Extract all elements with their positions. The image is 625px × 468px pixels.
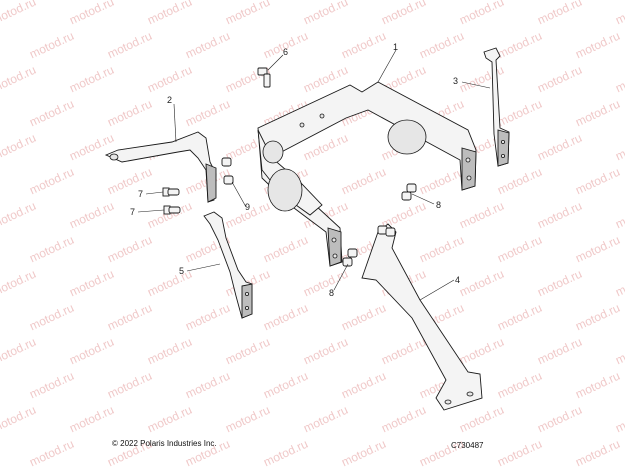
- callout-9: 9: [245, 202, 250, 212]
- part-8-nuts-right: [401, 183, 417, 201]
- part-2-left-bracket: [104, 131, 217, 203]
- callout-8-right: 8: [436, 200, 441, 210]
- callout-7-upper: 7: [138, 189, 143, 199]
- callout-1: 1: [393, 42, 398, 52]
- leader-lines: [137, 49, 491, 301]
- callout-8-middle: 8: [329, 288, 334, 298]
- callout-4: 4: [455, 275, 460, 285]
- part-7-bolt-lower: [163, 205, 181, 215]
- callout-6: 6: [283, 47, 288, 57]
- part-3-right-bracket: [483, 47, 510, 167]
- part-4-lower-bracket: [361, 223, 483, 411]
- copyright-notice: © 2022 Polaris Industries Inc.: [112, 439, 217, 448]
- callout-5: 5: [179, 266, 184, 276]
- part-7-bolt-upper: [162, 187, 180, 197]
- part-9-nuts: [221, 157, 234, 185]
- callout-2: 2: [167, 95, 172, 105]
- diagram-code: C730487: [451, 441, 484, 450]
- part-6-bolt: [257, 67, 271, 88]
- part-8-nuts-middle: [342, 225, 396, 267]
- callout-7-lower: 7: [130, 207, 135, 217]
- part-1-main-bracket: [257, 81, 477, 267]
- part-5-lower-left-bracket: [203, 211, 253, 319]
- callout-3: 3: [453, 76, 458, 86]
